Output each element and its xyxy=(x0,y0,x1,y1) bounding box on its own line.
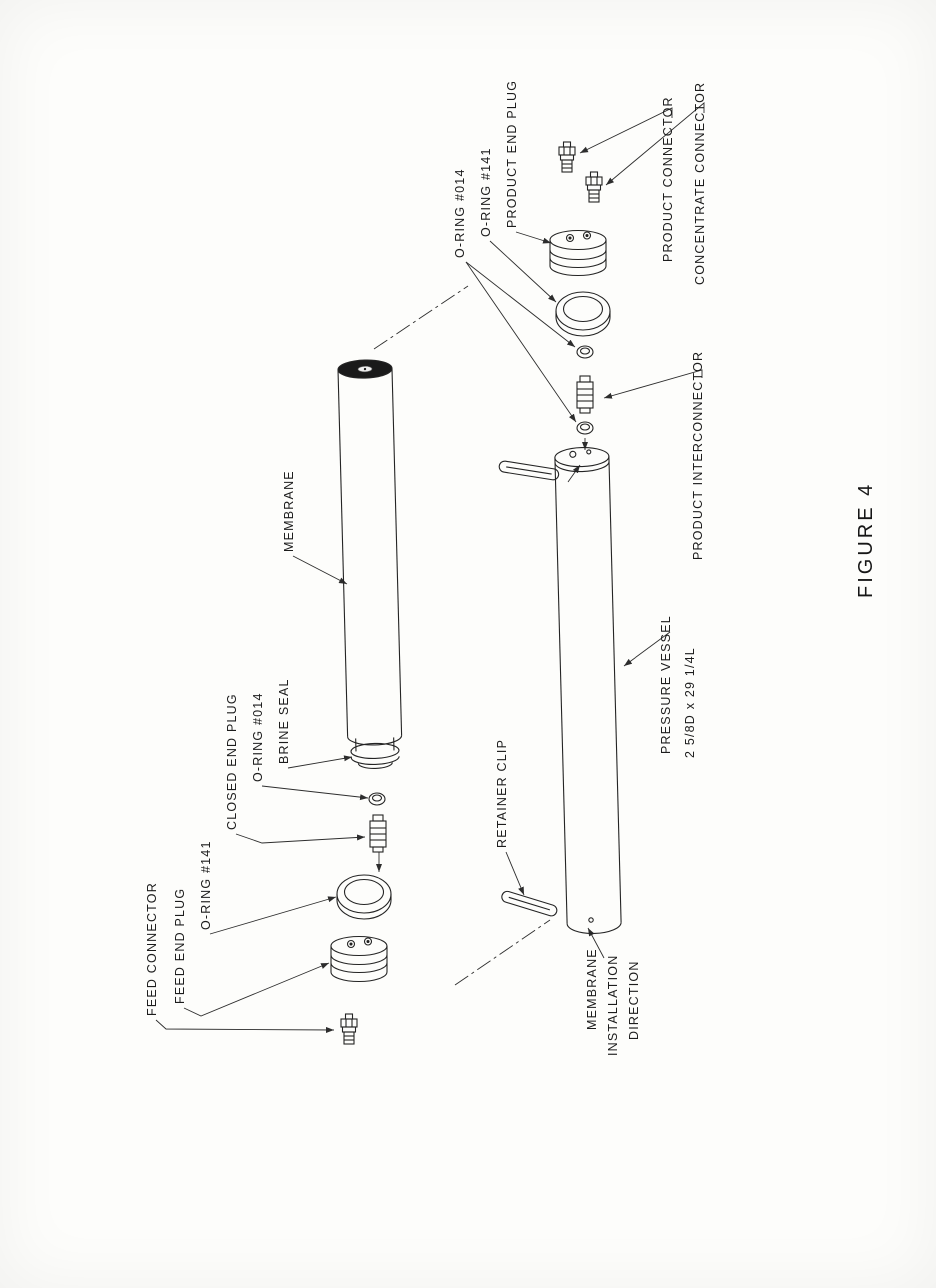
label-product-interconnector: PRODUCT INTERCONNECTOR xyxy=(691,351,705,560)
label-concentrate-connector: CONCENTRATE CONNECTOR xyxy=(693,82,707,285)
label-product-connector: PRODUCT CONNECTOR xyxy=(661,96,675,262)
insert-direction-arrow xyxy=(567,464,581,483)
brine-seal-ring xyxy=(350,742,400,760)
product-connector-part xyxy=(558,141,576,173)
feed-connector-part xyxy=(340,1013,358,1045)
label-feed-connector: FEED CONNECTOR xyxy=(145,882,159,1016)
vessel-mouth xyxy=(554,447,610,468)
leader-o-ring-141-product xyxy=(489,240,557,303)
label-pressure-vessel-line1: PRESSURE VESSEL xyxy=(659,615,673,754)
axis-centerline-top xyxy=(373,285,469,350)
feed-end-plug-part xyxy=(330,935,388,983)
label-membrane: MEMBRANE xyxy=(282,470,296,552)
leader-product-connector xyxy=(579,107,673,154)
retainer-clip-top xyxy=(498,460,560,481)
product-end-parts xyxy=(549,141,611,435)
leader-closed-end-plug xyxy=(235,833,366,844)
leader-retainer-clip xyxy=(505,851,525,896)
leader-membrane xyxy=(292,555,348,585)
label-membrane-installation-line3: DIRECTION xyxy=(627,960,641,1040)
o-ring-014-feed-part xyxy=(368,792,386,806)
label-membrane-installation-line1: MEMBRANE xyxy=(585,948,599,1030)
leader-pressure-vessel xyxy=(623,631,671,667)
label-membrane-installation-line2: INSTALLATION xyxy=(606,955,620,1056)
leader-o-ring-014-product-b xyxy=(465,261,577,423)
figure-caption: FIGURE 4 xyxy=(855,482,877,598)
label-closed-end-plug: CLOSED END PLUG xyxy=(225,693,239,830)
product-end-plug-part xyxy=(549,229,607,277)
leader-concentrate-connector xyxy=(605,102,705,186)
membrane-cylinder xyxy=(337,359,403,769)
label-pressure-vessel-line2: 2 5/8D x 29 1/4L xyxy=(683,647,697,758)
leader-brine-seal xyxy=(287,755,353,769)
leader-o-ring-014-feed xyxy=(261,785,369,801)
o-ring-014-product-part-a xyxy=(576,345,594,359)
pressure-vessel-cylinder xyxy=(554,447,622,934)
leader-product-end-plug xyxy=(515,231,552,244)
o-ring-141-product-part xyxy=(555,291,611,337)
label-o-ring-014-feed: O-RING #014 xyxy=(251,692,265,782)
retainer-clip-bottom xyxy=(501,890,558,917)
label-brine-seal: BRINE SEAL xyxy=(277,678,291,764)
label-o-ring-141-product: O-RING #141 xyxy=(479,147,493,237)
axis-centerline-bottom xyxy=(454,919,551,986)
o-ring-014-product-part-b xyxy=(576,421,594,435)
label-o-ring-141-feed: O-RING #141 xyxy=(199,840,213,930)
closed-end-plug-part xyxy=(369,814,387,853)
feed-end-parts xyxy=(330,792,392,1045)
leader-feed-end-plug xyxy=(183,962,330,1017)
label-retainer-clip: RETAINER CLIP xyxy=(495,739,509,848)
label-product-end-plug: PRODUCT END PLUG xyxy=(505,80,519,228)
leader-o-ring-141-feed xyxy=(209,896,337,935)
labels: O-RING #014 O-RING #141 PRODUCT END PLUG… xyxy=(145,80,877,1056)
product-interconnector-part xyxy=(576,375,594,414)
leader-lines xyxy=(155,102,705,1033)
leader-o-ring-014-product-a xyxy=(465,261,576,348)
concentrate-connector-part xyxy=(585,171,603,203)
label-feed-end-plug: FEED END PLUG xyxy=(173,888,187,1004)
leader-feed-connector xyxy=(155,1019,335,1033)
leader-product-interconnector xyxy=(603,369,703,399)
o-ring-141-feed-part xyxy=(336,874,392,920)
label-o-ring-014-product: O-RING #014 xyxy=(453,168,467,258)
